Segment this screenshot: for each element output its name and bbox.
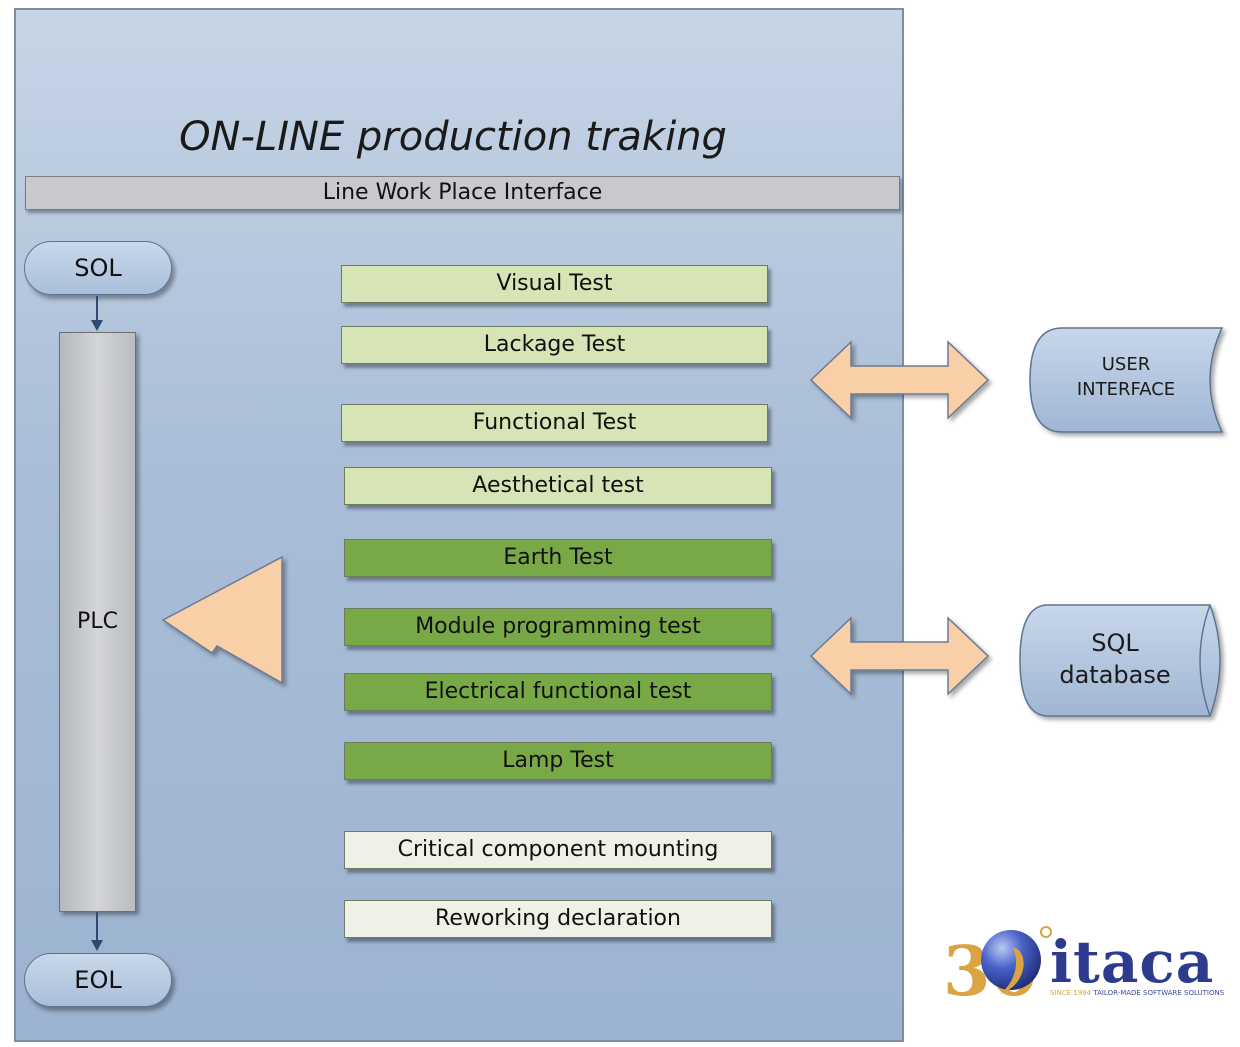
sql-database-shape	[1019, 604, 1221, 717]
itaca-logo-graphic: 30	[943, 926, 1052, 1012]
double-arrow-sql-database	[809, 616, 990, 696]
diagram-title: ON-LINE production traking	[179, 114, 727, 160]
test-module-programming: Module programming test	[344, 608, 772, 646]
test-functional: Functional Test	[341, 404, 768, 442]
user-interface-shape	[1029, 327, 1224, 433]
plc-block: PLC	[59, 332, 136, 912]
sol-node: SOL	[24, 241, 172, 295]
tagline-since: SINCE 1994	[1050, 989, 1092, 997]
test-lackage: Lackage Test	[341, 326, 768, 364]
test-visual: Visual Test	[341, 265, 768, 303]
test-earth: Earth Test	[344, 539, 772, 577]
connector-plc-eol	[91, 912, 103, 951]
sql-line2: database	[1059, 661, 1171, 689]
connector-sol-plc	[91, 296, 103, 331]
test-aesthetical: Aesthetical test	[344, 467, 772, 505]
test-electrical-functional: Electrical functional test	[344, 673, 772, 711]
test-lamp: Lamp Test	[344, 742, 772, 780]
user-interface-line2: INTERFACE	[1076, 379, 1176, 400]
sql-database-label: SQL database	[1030, 627, 1200, 691]
test-reworking: Reworking declaration	[344, 900, 772, 938]
tagline-text: TAILOR-MADE SOFTWARE SOLUTIONS	[1093, 989, 1225, 997]
eol-node: EOL	[24, 953, 172, 1007]
plc-label: PLC	[77, 609, 118, 634]
sql-line1: SQL	[1091, 629, 1139, 657]
test-critical-component: Critical component mounting	[344, 831, 772, 869]
user-interface-line1: USER	[1101, 354, 1151, 375]
double-arrow-user-interface	[809, 340, 990, 420]
globe-icon	[981, 930, 1041, 990]
user-interface-label: USER INTERFACE	[1036, 352, 1216, 402]
itaca-tagline: SINCE 1994 TAILOR-MADE SOFTWARE SOLUTION…	[1050, 989, 1224, 997]
itaca-logo-word: itaca	[1050, 928, 1215, 996]
line-work-place-interface-bar: Line Work Place Interface	[25, 176, 900, 210]
arrow-to-plc	[161, 555, 283, 685]
